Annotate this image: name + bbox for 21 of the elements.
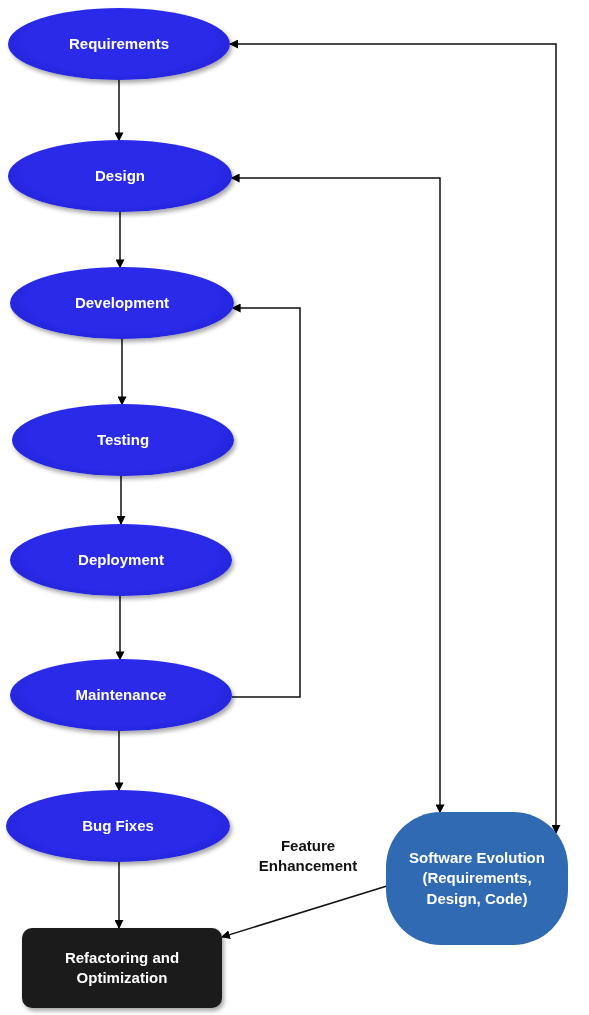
node-label: Maintenance xyxy=(75,684,167,705)
arrow xyxy=(230,303,301,698)
node-label: Requirements xyxy=(69,33,169,54)
node-label: Testing xyxy=(96,429,150,450)
node-label: Refactoring and Optimization xyxy=(63,947,181,988)
arrow xyxy=(115,211,125,269)
arrow xyxy=(117,338,127,406)
arrow xyxy=(114,79,124,142)
process-box xyxy=(22,928,222,1008)
node-label: Bug Fixes xyxy=(82,815,154,836)
node-label: Development xyxy=(74,292,170,313)
node-label: Deployment xyxy=(78,549,164,570)
arrow xyxy=(114,860,124,929)
arrow xyxy=(230,173,445,814)
node-label: Software Evolution (Requirements, Design, Code) xyxy=(408,848,546,909)
arrow xyxy=(229,39,561,834)
arrow xyxy=(220,885,387,939)
node-label: Design xyxy=(95,165,145,186)
arrow xyxy=(116,474,126,525)
arrow xyxy=(114,729,124,792)
arrow xyxy=(115,594,125,661)
